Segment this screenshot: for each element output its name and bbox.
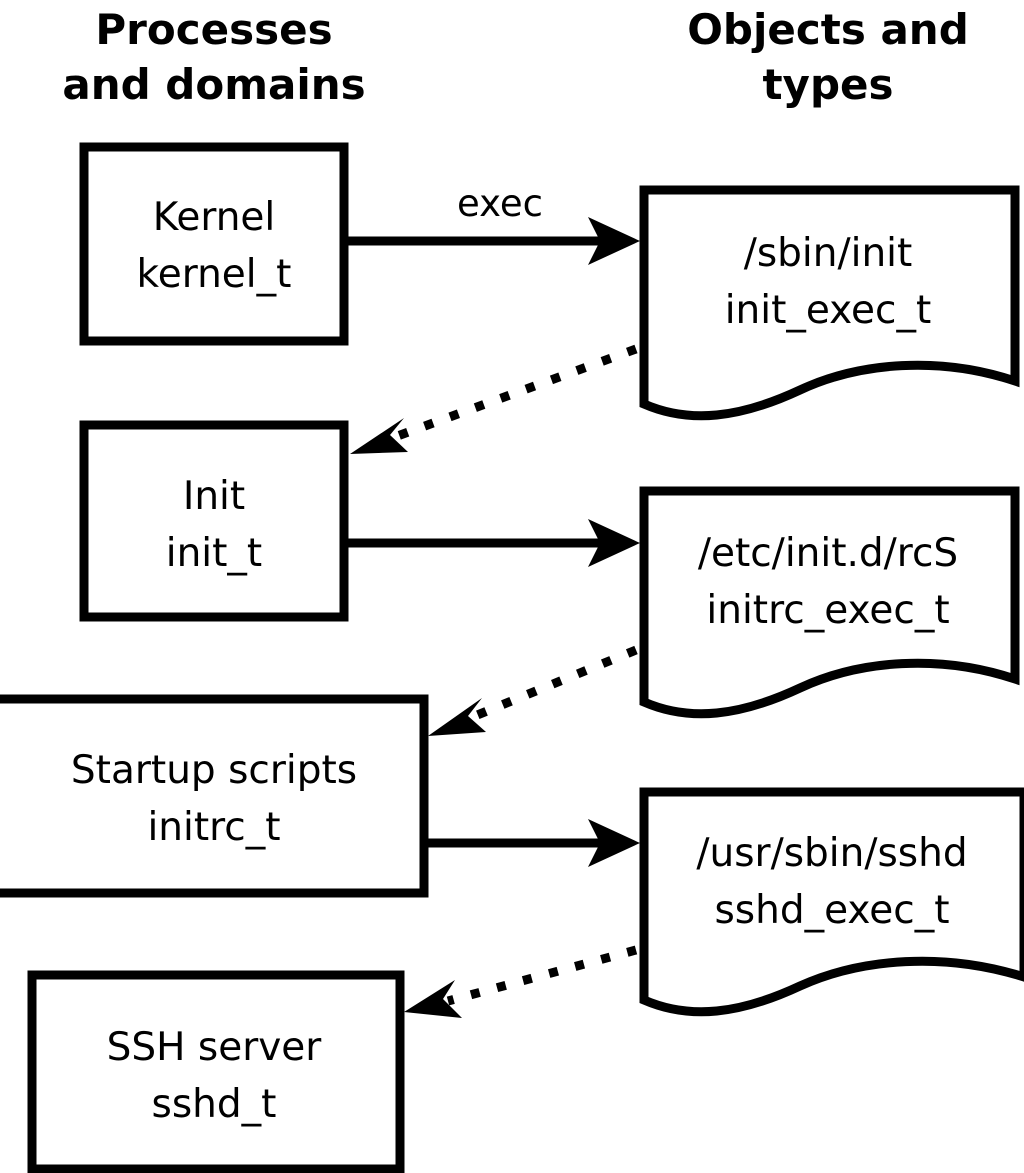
node-usr-sbin-sshd-line1: /usr/sbin/sshd [696,831,967,876]
edge-sshd-transition-line [446,945,638,1006]
node-kernel[interactable]: Kernel kernel_t [79,142,349,346]
node-kernel-line1: Kernel [153,195,276,240]
node-startup-scripts-line2: initrc_t [147,805,280,850]
node-kernel-box[interactable] [79,142,349,346]
node-init-box[interactable] [79,420,349,622]
node-sbin-init-line2: init_exec_t [725,288,932,333]
node-ssh-server[interactable]: SSH server sshd_t [27,970,405,1173]
edge-initrc-exec-arrowhead [588,819,640,867]
node-kernel-line2: kernel_t [137,252,292,297]
node-ssh-server-line2: sshd_t [152,1082,277,1127]
node-usr-sbin-sshd[interactable]: /usr/sbin/sshd sshd_exec_t [639,787,1024,1017]
node-etc-initd-rcs[interactable]: /etc/init.d/rcS initrc_exec_t [639,486,1020,719]
edge-kernel-exec-sbin-init: exec [348,182,640,265]
edge-kernel-exec-arrowhead [588,217,640,265]
node-startup-scripts-box[interactable] [0,694,429,898]
node-init-line2: init_t [166,531,262,576]
edge-sshd-transition-sshdt [404,945,638,1018]
edge-init-transition-line [390,344,638,443]
node-usr-sbin-sshd-document-shape[interactable] [639,787,1024,1017]
node-startup-scripts[interactable]: Startup scripts initrc_t [0,694,429,898]
edge-initrc-transition-line [468,645,638,723]
edge-init-transition-arrowhead [350,418,408,454]
node-init[interactable]: Init init_t [79,420,349,622]
node-etc-initd-rcs-document-shape[interactable] [639,486,1020,719]
edge-init-exec-arrowhead [588,519,640,567]
edge-sbin-init-transition-init [350,344,638,454]
node-sbin-init-line1: /sbin/init [744,231,913,276]
column-header-processes-line2: and domains [62,60,365,109]
node-sbin-init[interactable]: /sbin/init init_exec_t [639,185,1020,421]
edge-init-exec-rcs [348,519,640,567]
column-header-processes-line1: Processes [95,5,332,54]
node-etc-initd-rcs-line1: /etc/init.d/rcS [698,531,958,576]
edge-initrc-exec-sshd [428,819,640,867]
node-etc-initd-rcs-line2: initrc_exec_t [706,588,949,633]
column-header-processes: Processes and domains [62,5,365,109]
node-usr-sbin-sshd-line2: sshd_exec_t [714,888,949,933]
node-ssh-server-box[interactable] [27,970,405,1173]
edge-sshd-transition-arrowhead [404,980,462,1018]
edge-initrc-transition-arrowhead [428,698,486,736]
column-header-objects: Objects and types [687,5,969,109]
node-sbin-init-document-shape[interactable] [639,185,1020,421]
column-header-objects-line2: types [762,60,893,109]
column-header-objects-line1: Objects and [687,5,969,54]
edge-label-exec: exec [457,182,543,225]
node-ssh-server-line1: SSH server [107,1025,323,1070]
edge-rcs-transition-initrc [428,645,638,736]
node-init-line1: Init [183,474,245,519]
node-startup-scripts-line1: Startup scripts [71,748,357,793]
